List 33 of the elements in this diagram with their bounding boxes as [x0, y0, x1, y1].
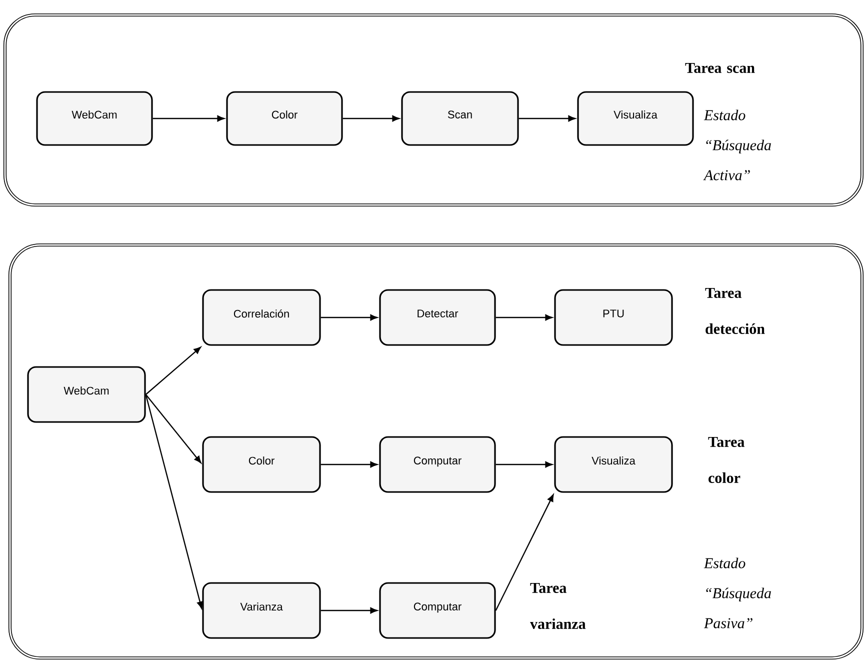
arrow: [145, 394, 202, 464]
panel: [3, 13, 864, 207]
process-box: Varianza: [202, 582, 321, 639]
process-box: Color: [226, 91, 343, 146]
task-label: Tarea scan: [685, 63, 755, 73]
process-box: PTU: [554, 289, 673, 346]
process-box: Detectar: [379, 289, 496, 346]
arrow: [518, 115, 576, 122]
process-box: Color: [202, 436, 321, 493]
panel: [8, 243, 864, 660]
process-box: Scan: [401, 91, 519, 146]
process-box: Correlación: [202, 289, 321, 346]
task-label: Tarea color: [708, 437, 744, 483]
arrow: [152, 115, 224, 122]
task-label: Tarea varianza: [530, 583, 586, 629]
process-box: Computar: [379, 436, 496, 493]
arrow: [342, 115, 400, 122]
task-label: Tarea detección: [705, 288, 765, 334]
process-box: Visualiza: [554, 436, 673, 493]
process-box: Computar: [379, 582, 496, 639]
process-box: WebCam: [27, 366, 146, 423]
process-box: Visualiza: [577, 91, 694, 146]
arrow: [320, 607, 378, 614]
arrow: [496, 314, 552, 321]
arrow: [145, 346, 201, 395]
arrow: [145, 394, 204, 609]
state-label: Estado “Búsqueda Activa”: [703, 110, 771, 180]
arrow: [320, 461, 378, 468]
state-label: Estado “Búsqueda Pasiva”: [704, 558, 771, 628]
arrow: [320, 314, 378, 321]
arrow: [496, 461, 552, 468]
arrow: [495, 494, 554, 611]
process-box: WebCam: [36, 91, 153, 146]
